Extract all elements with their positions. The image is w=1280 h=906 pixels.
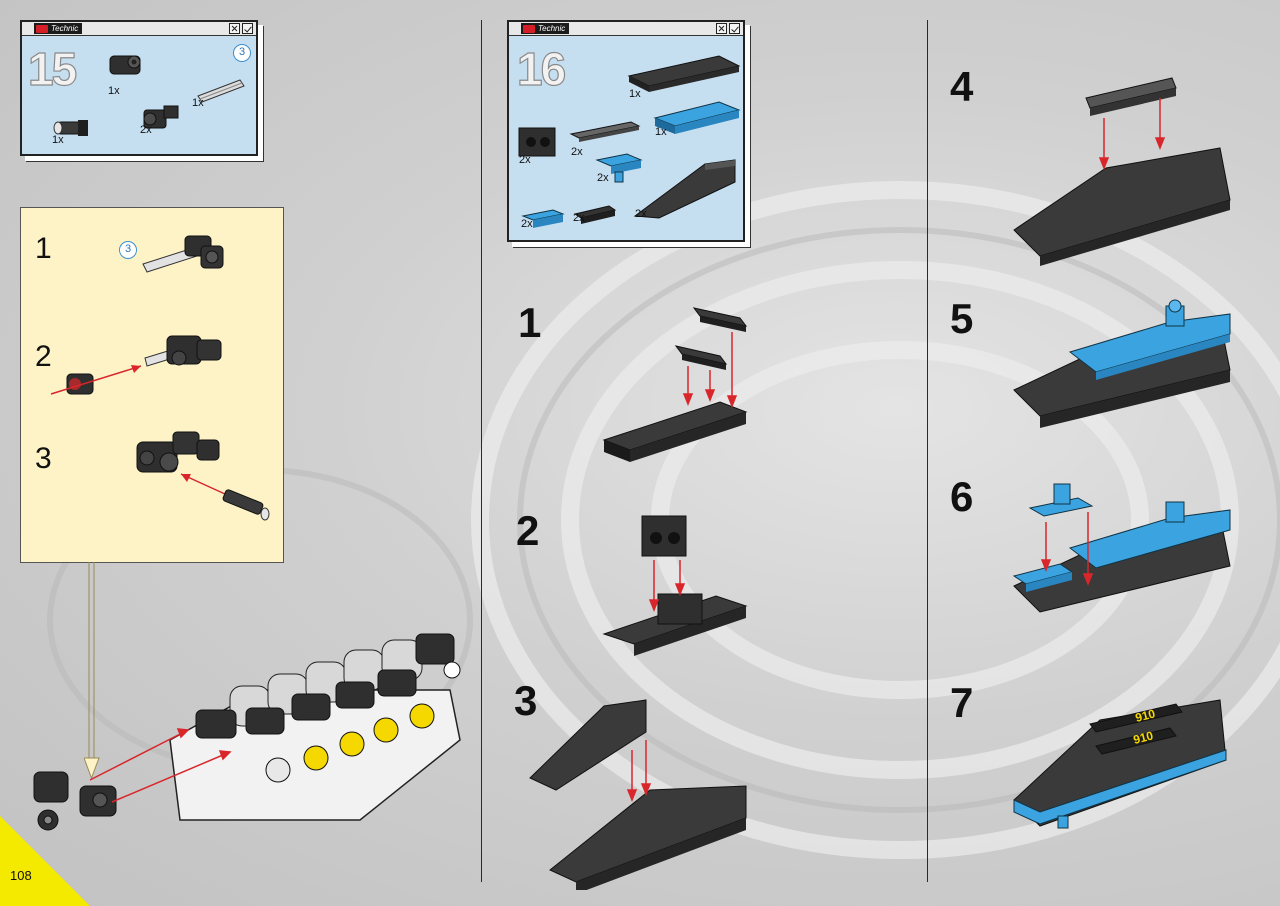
angle-connector-icon — [143, 105, 179, 129]
yellow-hub-icons — [265, 703, 435, 783]
qty-plate-2x4-blue: 1x — [655, 126, 667, 138]
build-step-3-art — [529, 699, 747, 890]
close-icon — [716, 23, 727, 34]
sub-step-2-art — [50, 335, 222, 395]
brand-badge: Technic — [34, 23, 83, 34]
qty-plate-blue-small: 2x — [597, 172, 609, 184]
column-divider-right — [927, 20, 928, 882]
plate-2x4-blue-icon — [653, 101, 741, 134]
build-step-6: 6 — [950, 473, 974, 520]
sub-step-3: 3 — [35, 442, 52, 475]
build-step-4: 4 — [950, 63, 974, 110]
brick-black-icon — [518, 127, 556, 157]
decal-text-upper: 910 — [1134, 706, 1157, 725]
plate-2x6-black-icon — [627, 55, 741, 92]
right-column-build-art: 910 910 — [1012, 77, 1231, 829]
step-number-15: 15 — [27, 43, 77, 95]
build-step-7-art — [1013, 699, 1227, 829]
qty-tile-gray: 2x — [571, 146, 583, 158]
engine-assembly-art — [33, 633, 461, 831]
build-step-7: 7 — [950, 679, 974, 726]
parts-list-titlebar: Technic — [509, 22, 743, 36]
tile-gray-icon — [569, 121, 641, 142]
qty-axle: 1x — [192, 97, 204, 109]
qty-plate-2x6-black: 1x — [629, 88, 641, 100]
sub-step-1: 1 — [35, 232, 52, 265]
slope-black-icon — [633, 159, 736, 219]
check-icon — [242, 23, 253, 34]
build-step-4-art — [1013, 77, 1231, 266]
step-number-16: 16 — [516, 43, 566, 95]
lego-logo-icon — [523, 24, 535, 33]
brand-label: Technic — [538, 24, 566, 33]
sub-step-3-art — [136, 431, 270, 521]
build-step-5: 5 — [950, 295, 974, 342]
page-corner — [0, 816, 90, 906]
build-step-6-art — [1012, 483, 1231, 613]
parts-list-titlebar: Technic — [22, 22, 256, 36]
qty-grille-black: 2x — [573, 212, 585, 224]
column-divider-left — [481, 20, 482, 882]
build-step-3: 3 — [514, 677, 538, 724]
qty-slope-black: 2x — [635, 208, 647, 220]
qty-pin: 1x — [52, 134, 64, 146]
plate-1x2-blue-icon — [521, 209, 565, 228]
build-step-2: 2 — [516, 507, 540, 554]
lego-logo-icon — [36, 24, 48, 33]
sub-assembly-art — [50, 235, 270, 521]
brand-badge: Technic — [521, 23, 570, 34]
pin-connector-icon — [109, 55, 141, 75]
build-step-1: 1 — [518, 299, 542, 346]
qty-pin-connector: 1x — [108, 85, 120, 97]
build-step-1-art — [602, 307, 748, 462]
grille-black-icon — [573, 205, 617, 224]
check-icon — [729, 23, 740, 34]
qty-brick-black: 2x — [519, 154, 531, 166]
qty-angle-connector: 2x — [140, 124, 152, 136]
decal-text-lower: 910 — [1132, 728, 1155, 747]
pin-icon — [53, 120, 88, 136]
quantity-callout: 3 — [233, 44, 251, 62]
brand-label: Technic — [51, 24, 79, 33]
sub-step-2: 2 — [35, 340, 52, 373]
qty-plate-1x2-blue: 2x — [521, 218, 533, 230]
build-step-5-art — [1013, 299, 1231, 428]
close-icon — [229, 23, 240, 34]
step-16-parts-art — [518, 55, 741, 228]
sub-assembly-pointer — [84, 562, 100, 780]
middle-column-build-art — [529, 307, 748, 890]
step-15-parts-art — [53, 55, 245, 136]
parts-list-step-16: Technic 16 — [507, 20, 745, 242]
sub-assembly-panel: 1 2 3 3 — [20, 207, 284, 563]
sub-step-1-art — [142, 235, 224, 273]
axle-icon — [197, 79, 245, 103]
parts-list-step-15: Technic 15 3 1x 1x 1x 2x — [20, 20, 258, 156]
page-number: 108 — [10, 868, 32, 883]
build-step-2-art — [602, 515, 748, 656]
sub-step-1-callout: 3 — [119, 241, 137, 259]
plate-blue-small-icon — [595, 153, 643, 183]
